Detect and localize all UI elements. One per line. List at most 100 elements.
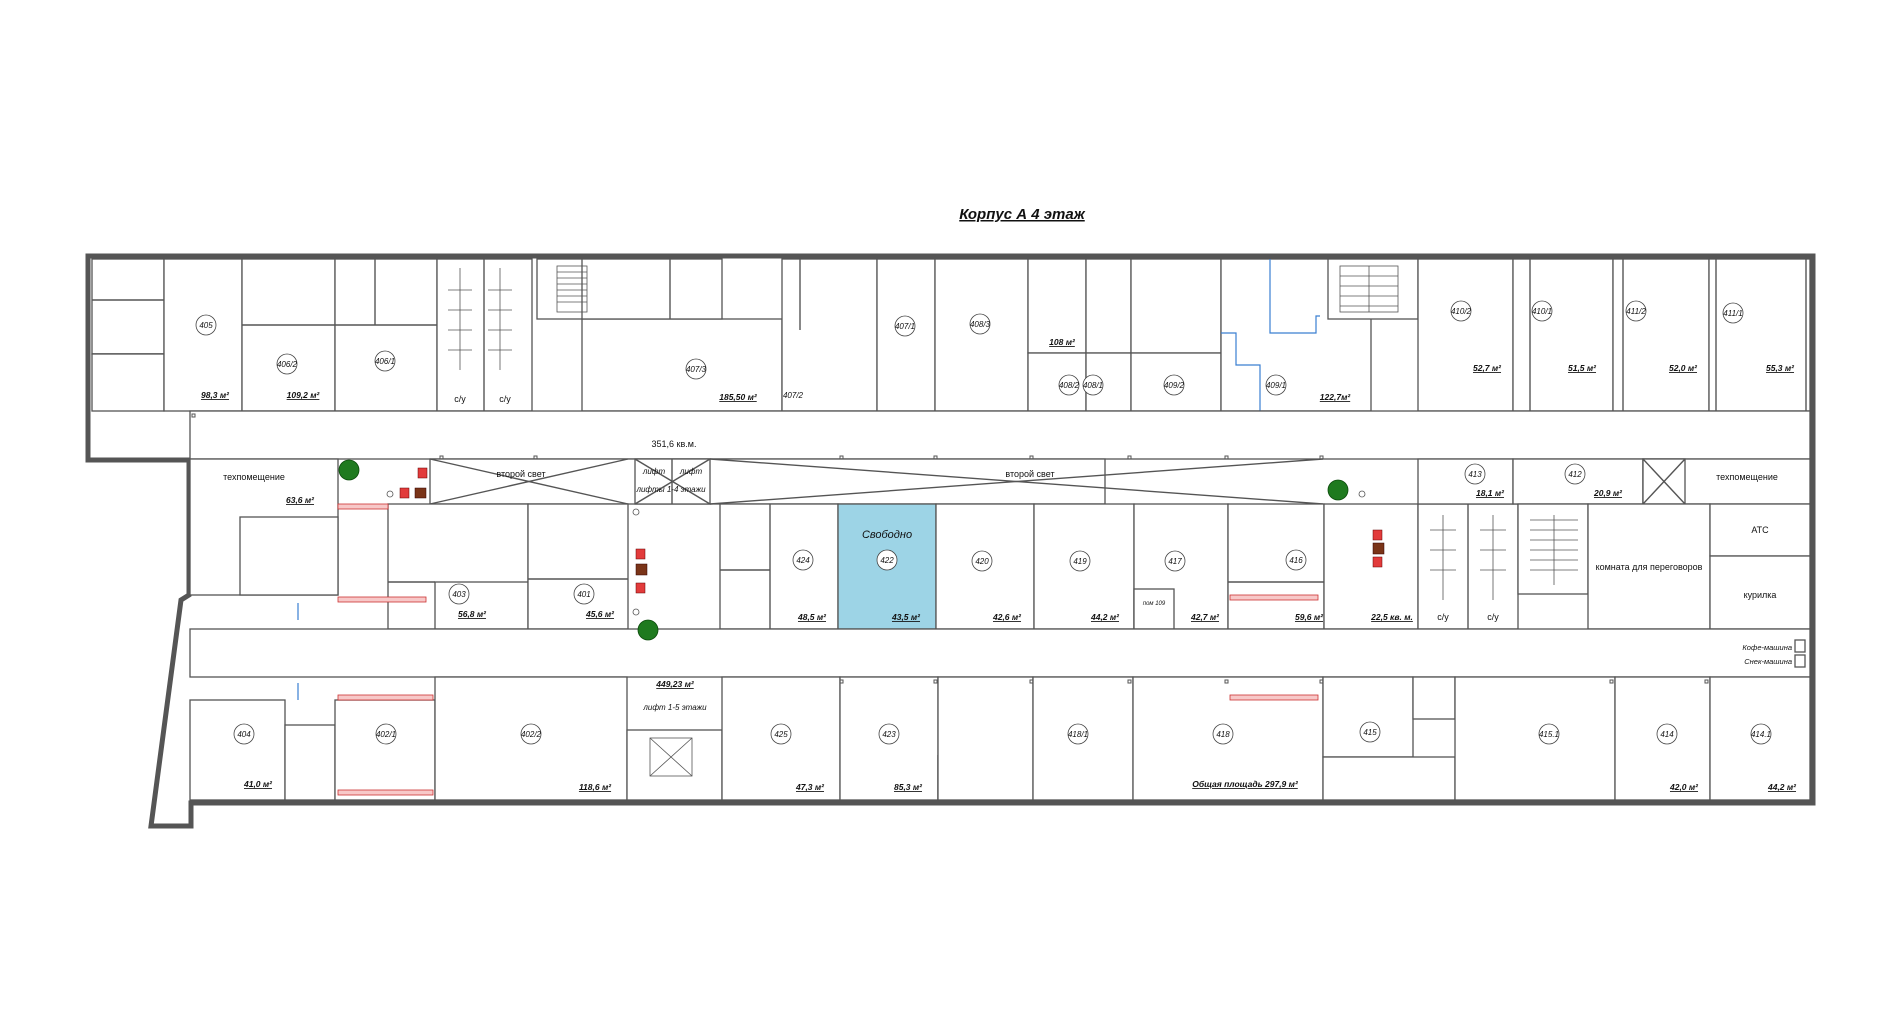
room-416[interactable] [1227, 503, 1325, 630]
room-404-number: 404 [237, 730, 251, 739]
room-423-area: 85,3 м² [894, 782, 923, 792]
room-109[interactable] [1133, 588, 1175, 630]
tech-room-label: техпомещение [223, 472, 285, 482]
room-410-1-number: 410/1 [1532, 307, 1552, 316]
atrium-area: 351,6 кв.м. [652, 439, 697, 449]
room-406-2-number: 406/2 [277, 360, 298, 369]
stairs-top [448, 265, 1399, 370]
tech-room-area: 63,6 м² [286, 495, 315, 505]
room-424-area: 48,5 м² [797, 612, 827, 622]
smoking-room[interactable] [1709, 555, 1811, 630]
room-407-2[interactable] [781, 258, 878, 412]
room-424[interactable] [719, 503, 839, 630]
room-407-annex[interactable] [581, 258, 723, 320]
table-icon [414, 487, 427, 499]
room-415-1[interactable] [1454, 676, 1616, 801]
corridor-upper[interactable] [189, 410, 1811, 460]
room-406-2-area: 109,2 м² [287, 390, 321, 400]
room-422-status: Свободно [862, 529, 912, 541]
room-408-3[interactable] [934, 258, 1029, 412]
room-422-number: 422 [880, 556, 894, 565]
room-408-1a[interactable] [1085, 258, 1132, 354]
corridor-lower[interactable] [189, 628, 1811, 678]
room-410-2[interactable] [1417, 258, 1514, 412]
room-405-annex[interactable] [91, 258, 165, 355]
room-411-1[interactable] [1708, 258, 1811, 412]
room-407-1-number: 407/1 [895, 322, 915, 331]
room-418-1-number: 418/1 [1068, 730, 1088, 739]
wc-1-label: с/у [454, 394, 466, 404]
room-401-number: 401 [577, 590, 590, 599]
hall-225[interactable] [1323, 503, 1419, 630]
room-415-c[interactable] [1412, 676, 1456, 720]
plant-icon [637, 619, 659, 641]
room-419-area: 44,2 м² [1090, 612, 1120, 622]
coffee-machine-label: Кофе-машина [1742, 643, 1792, 652]
room-409-1-number: 409/1 [1266, 381, 1286, 390]
tech-room-inner [239, 516, 339, 596]
lift-1-5-label: лифт 1-5 этажи [642, 703, 707, 712]
table-icon [1372, 542, 1385, 555]
room-415-1-number: 415.1 [1539, 730, 1559, 739]
room-406-1-number: 406/1 [375, 357, 395, 366]
room-415[interactable] [1322, 676, 1414, 758]
chair-icon [1372, 556, 1383, 568]
room-416-area: 59,6 м² [1295, 612, 1324, 622]
room-411-2-area: 52,0 м² [1669, 363, 1698, 373]
decor [338, 459, 1806, 668]
room-404[interactable] [189, 699, 286, 801]
chair-icon [635, 548, 646, 560]
room-423-b[interactable] [937, 676, 1034, 801]
lift-1-5 [626, 729, 723, 801]
hall-area: 22,5 кв. м. [1370, 612, 1413, 622]
lifts-label: лифты 1-4 этажи [635, 485, 706, 494]
plan-title: Корпус А 4 этаж [959, 206, 1085, 223]
room-413-area: 18,1 м² [1476, 488, 1505, 498]
room-410-1-area: 51,5 м² [1568, 363, 1597, 373]
room-420-area: 42,6 м² [992, 612, 1022, 622]
room-109-label: пом 109 [1143, 601, 1166, 607]
second-light-1: второй свет [496, 469, 545, 479]
meeting-room[interactable] [1587, 503, 1711, 630]
room-418-number: 418 [1216, 730, 1230, 739]
room-412-area: 20,9 м² [1593, 488, 1623, 498]
room-406-1[interactable] [334, 258, 438, 412]
room-409-2a[interactable] [1130, 258, 1222, 354]
room-411-2[interactable] [1612, 258, 1710, 412]
plant-icon [338, 459, 360, 481]
coffee-machine-icon [1794, 639, 1806, 653]
stairwell-middle [1517, 503, 1589, 595]
lift-b-label: лифт [679, 467, 703, 476]
room-404-area: 41,0 м² [243, 779, 273, 789]
room-402-1-number: 402/1 [376, 730, 396, 739]
room-415-b[interactable] [1322, 756, 1456, 801]
room-410-2-number: 410/2 [1451, 307, 1472, 316]
room-418-area: Общая площадь 297,9 м² [1192, 779, 1299, 789]
corridor-area: 449,23 м² [655, 679, 695, 689]
room-405-annex-2[interactable] [91, 353, 165, 412]
room-420-number: 420 [975, 557, 989, 566]
stairs-middle [1430, 515, 1578, 600]
room-403-area: 56,8 м² [458, 609, 487, 619]
room-423-number: 423 [882, 730, 896, 739]
room-411-1-number: 411/1 [1723, 309, 1742, 318]
hatched-partitions [337, 503, 1319, 796]
room-410-2-area: 52,7 м² [1473, 363, 1502, 373]
room-404-annex [284, 724, 336, 801]
room-410-1[interactable] [1512, 258, 1614, 412]
room-411-1-area: 55,3 м² [1766, 363, 1795, 373]
room-405[interactable] [163, 258, 243, 412]
room-407-3[interactable] [581, 318, 783, 412]
room-401[interactable] [527, 503, 629, 630]
room-403-number: 403 [452, 590, 466, 599]
light-fixtures [191, 413, 1709, 684]
room-413[interactable] [1417, 458, 1514, 505]
room-402-1[interactable] [334, 699, 436, 801]
stairwell-top-right [1327, 258, 1419, 320]
room-414-area: 42,0 м² [1669, 782, 1699, 792]
chair-icon [635, 582, 646, 594]
room-406-2[interactable] [241, 258, 336, 412]
room-413-number: 413 [1468, 470, 1482, 479]
room-403-main[interactable] [434, 581, 529, 630]
